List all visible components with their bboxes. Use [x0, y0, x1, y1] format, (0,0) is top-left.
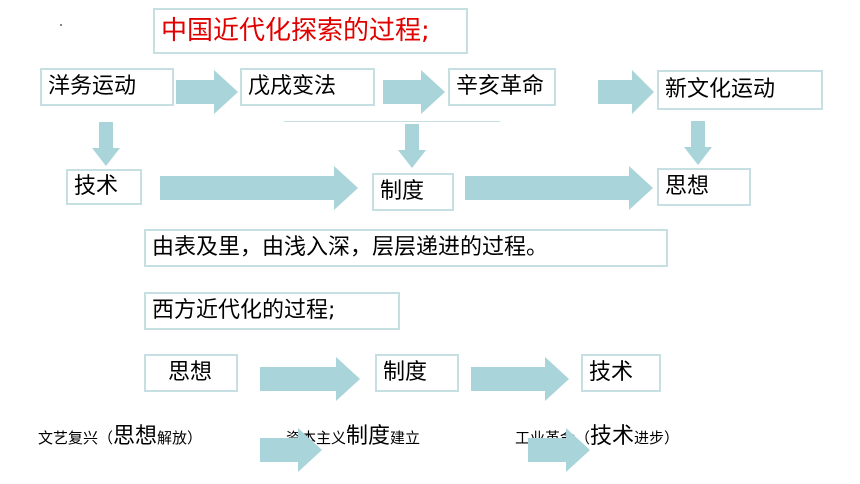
- arrow-west-1: [260, 357, 360, 401]
- west-system: 制度: [375, 354, 459, 392]
- arrow-bottom-2: [528, 428, 590, 472]
- arrow-right-1: [176, 70, 238, 114]
- note-renaissance: 文艺复兴（思想解放）: [38, 426, 202, 448]
- level-thought: 思想: [657, 168, 751, 206]
- arrow-down-3: [684, 121, 712, 165]
- note-industrial-post: 进步）: [634, 429, 680, 447]
- note-capitalism-keyword: 制度: [346, 424, 391, 449]
- summary-text: 由表及里，由浅入深，层层递进的过程。: [144, 229, 668, 267]
- note-industrial-keyword: 技术: [590, 424, 635, 449]
- divider-line: [284, 121, 500, 122]
- arrow-long-2: [465, 166, 653, 210]
- level-technology: 技术: [66, 169, 142, 205]
- note-renaissance-pre: 文艺复兴（: [38, 429, 114, 447]
- stage-xinhai: 辛亥革命: [448, 68, 556, 106]
- west-technology: 技术: [581, 354, 661, 392]
- arrow-right-3: [598, 70, 654, 114]
- arrow-bottom-1: [260, 428, 322, 472]
- stage-yangwu: 洋务运动: [40, 68, 174, 106]
- arrow-long-1: [160, 166, 358, 210]
- arrow-down-1: [92, 122, 120, 166]
- arrow-west-2: [471, 357, 569, 401]
- west-title: 西方近代化的过程;: [144, 292, 400, 330]
- note-capitalism-post: 建立: [390, 429, 421, 447]
- page-title: 中国近代化探索的过程;: [153, 8, 468, 54]
- arrow-down-2: [398, 124, 426, 168]
- stage-xinwenhua: 新文化运动: [657, 70, 823, 110]
- level-system: 制度: [372, 173, 454, 211]
- arrow-right-2: [383, 70, 445, 114]
- note-renaissance-post: 解放）: [157, 429, 203, 447]
- stage-wuxu: 戊戌变法: [240, 68, 375, 106]
- corner-dot: [60, 24, 62, 26]
- west-thought: 思想: [144, 354, 238, 392]
- note-renaissance-keyword: 思想: [113, 424, 158, 449]
